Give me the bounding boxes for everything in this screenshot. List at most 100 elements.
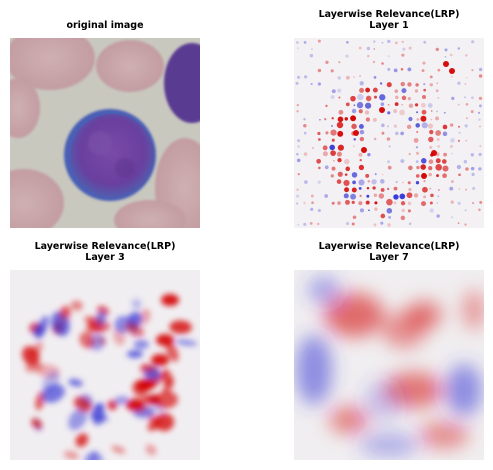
relevance-blob bbox=[32, 324, 45, 338]
relevance-speckle bbox=[449, 186, 454, 191]
panel-lrp-layer-3: Layerwise Relevance(LRP) Layer 3 bbox=[10, 241, 200, 460]
relevance-blob bbox=[68, 378, 83, 387]
relevance-speckle bbox=[457, 222, 460, 224]
relevance-speckle bbox=[336, 121, 344, 129]
relevance-region bbox=[446, 364, 482, 416]
relevance-speckle bbox=[297, 173, 300, 176]
relevance-speckle bbox=[374, 201, 378, 205]
lrp-layer-7-heatmap bbox=[294, 270, 484, 460]
relevance-speckle bbox=[303, 123, 307, 128]
relevance-speckle bbox=[436, 82, 439, 85]
relevance-speckle bbox=[436, 110, 438, 113]
relevance-speckle bbox=[336, 179, 342, 184]
relevance-speckle bbox=[297, 224, 300, 226]
relevance-speckle bbox=[429, 208, 434, 213]
relevance-region bbox=[324, 293, 384, 337]
relevance-speckle bbox=[415, 174, 420, 178]
relevance-speckle bbox=[387, 125, 389, 128]
relevance-speckle bbox=[408, 116, 413, 122]
relevance-speckle bbox=[415, 146, 419, 149]
relevance-blob bbox=[140, 364, 157, 372]
relevance-speckle bbox=[365, 200, 370, 205]
relevance-blob bbox=[126, 350, 143, 359]
relevance-speckle bbox=[436, 138, 440, 141]
relevance-speckle bbox=[346, 40, 349, 44]
relevance-speckle bbox=[395, 131, 399, 136]
relevance-blob bbox=[93, 402, 105, 411]
relevance-region bbox=[308, 276, 340, 304]
relevance-speckle bbox=[408, 103, 414, 108]
relevance-speckle bbox=[435, 163, 443, 171]
relevance-speckle bbox=[442, 165, 449, 172]
relevance-blob bbox=[154, 391, 178, 409]
relevance-blob bbox=[73, 396, 92, 412]
relevance-blob bbox=[83, 452, 104, 460]
relevance-speckle bbox=[381, 173, 384, 176]
relevance-speckle bbox=[311, 147, 314, 149]
relevance-speckle bbox=[297, 139, 301, 143]
relevance-speckle bbox=[325, 104, 328, 107]
relevance-speckle bbox=[322, 145, 328, 151]
relevance-speckle bbox=[373, 223, 377, 227]
relevance-speckle bbox=[381, 41, 384, 44]
relevance-speckle bbox=[436, 202, 439, 204]
relevance-speckle bbox=[296, 110, 299, 113]
relevance-speckle bbox=[296, 194, 300, 198]
relevance-speckle bbox=[352, 180, 356, 185]
relevance-speckle bbox=[423, 195, 427, 199]
relevance-speckle bbox=[338, 96, 341, 99]
relevance-speckle bbox=[457, 103, 460, 106]
relevance-speckle bbox=[358, 179, 365, 186]
relevance-speckle bbox=[358, 201, 363, 206]
relevance-speckle bbox=[478, 118, 481, 121]
relevance-blob bbox=[111, 445, 126, 454]
relevance-speckle bbox=[373, 95, 378, 99]
relevance-speckle bbox=[465, 117, 468, 120]
relevance-speckle bbox=[358, 186, 362, 190]
relevance-speckle bbox=[415, 123, 420, 128]
relevance-hotspot bbox=[361, 147, 367, 153]
relevance-speckle bbox=[471, 69, 474, 72]
relevance-speckle bbox=[479, 125, 481, 128]
relevance-speckle bbox=[296, 47, 299, 50]
relevance-speckle bbox=[372, 117, 377, 122]
relevance-speckle bbox=[343, 179, 350, 187]
relevance-speckle bbox=[436, 174, 440, 178]
relevance-speckle bbox=[331, 166, 336, 171]
relevance-speckle bbox=[325, 131, 329, 135]
relevance-speckle bbox=[358, 152, 363, 157]
relevance-speckle bbox=[393, 109, 398, 114]
relevance-blob bbox=[165, 342, 179, 362]
relevance-speckle bbox=[395, 180, 398, 184]
relevance-blob bbox=[68, 408, 88, 431]
relevance-speckle bbox=[470, 110, 474, 114]
relevance-speckle bbox=[338, 61, 341, 64]
relevance-speckle bbox=[437, 96, 440, 99]
panel-lrp-layer-7: Layerwise Relevance(LRP) Layer 7 bbox=[294, 241, 484, 460]
relevance-speckle bbox=[401, 95, 407, 101]
relevance-speckle bbox=[400, 215, 406, 221]
relevance-blob bbox=[75, 433, 89, 448]
relevance-speckle bbox=[386, 137, 391, 141]
relevance-speckle bbox=[478, 152, 482, 157]
relevance-speckle bbox=[350, 95, 356, 102]
relevance-speckle bbox=[374, 207, 378, 211]
relevance-speckle bbox=[464, 82, 467, 85]
relevance-hotspot bbox=[136, 379, 154, 391]
relevance-speckle bbox=[367, 153, 371, 157]
relevance-speckle bbox=[423, 83, 426, 86]
relevance-speckle bbox=[337, 201, 341, 205]
relevance-blob bbox=[162, 377, 174, 395]
relevance-speckle bbox=[387, 67, 391, 71]
relevance-speckle bbox=[296, 41, 299, 44]
relevance-blob bbox=[138, 308, 151, 325]
relevance-blob bbox=[175, 339, 198, 346]
relevance-speckle bbox=[401, 88, 407, 94]
relevance-speckle bbox=[359, 136, 365, 142]
relevance-speckle bbox=[371, 179, 377, 185]
relevance-speckle bbox=[364, 102, 372, 109]
relevance-speckle bbox=[333, 159, 335, 162]
relevance-speckle bbox=[422, 186, 428, 193]
relevance-speckle bbox=[296, 153, 299, 156]
relevance-hotspot bbox=[379, 107, 385, 113]
